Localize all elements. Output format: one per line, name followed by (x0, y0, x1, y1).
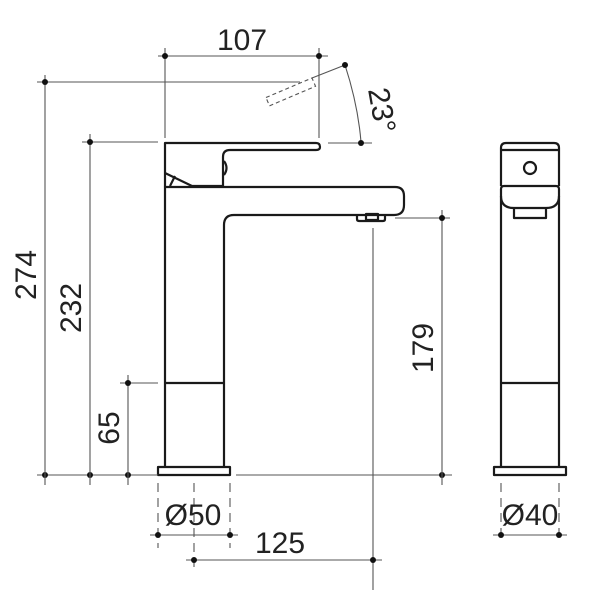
side-aerator (512, 208, 548, 220)
lever-rotated-ghost (265, 77, 317, 107)
dim-spout-projection: 125 (255, 527, 305, 560)
lever-handle (163, 141, 322, 187)
side-indicator-circle (522, 160, 538, 176)
dim-spout-outlet-height: 179 (407, 323, 440, 373)
front-body (163, 185, 406, 467)
lever-indicator (223, 160, 228, 176)
aerator-insert (364, 212, 380, 222)
side-body (499, 184, 561, 467)
dimension-labels: 107 23° 274 232 65 179 Ø50 125 Ø40 (10, 24, 558, 560)
dim-body-joint-height: 65 (93, 411, 126, 444)
dimension-lines (37, 48, 567, 590)
dim-spout-top-height: 232 (55, 283, 88, 333)
lever-gap (169, 175, 176, 187)
side-handle (499, 141, 561, 186)
front-base-plate (156, 465, 232, 477)
side-spout-profile (499, 195, 561, 210)
side-base-plate (492, 465, 568, 477)
dim-base-diameter-front: Ø50 (165, 499, 222, 532)
dim-lever-angle: 23° (361, 85, 401, 135)
dim-overall-height: 274 (10, 250, 43, 300)
front-view (156, 77, 406, 477)
side-view (492, 141, 568, 477)
dim-lever-reach: 107 (217, 24, 267, 57)
dim-base-diameter-side: Ø40 (502, 499, 559, 532)
